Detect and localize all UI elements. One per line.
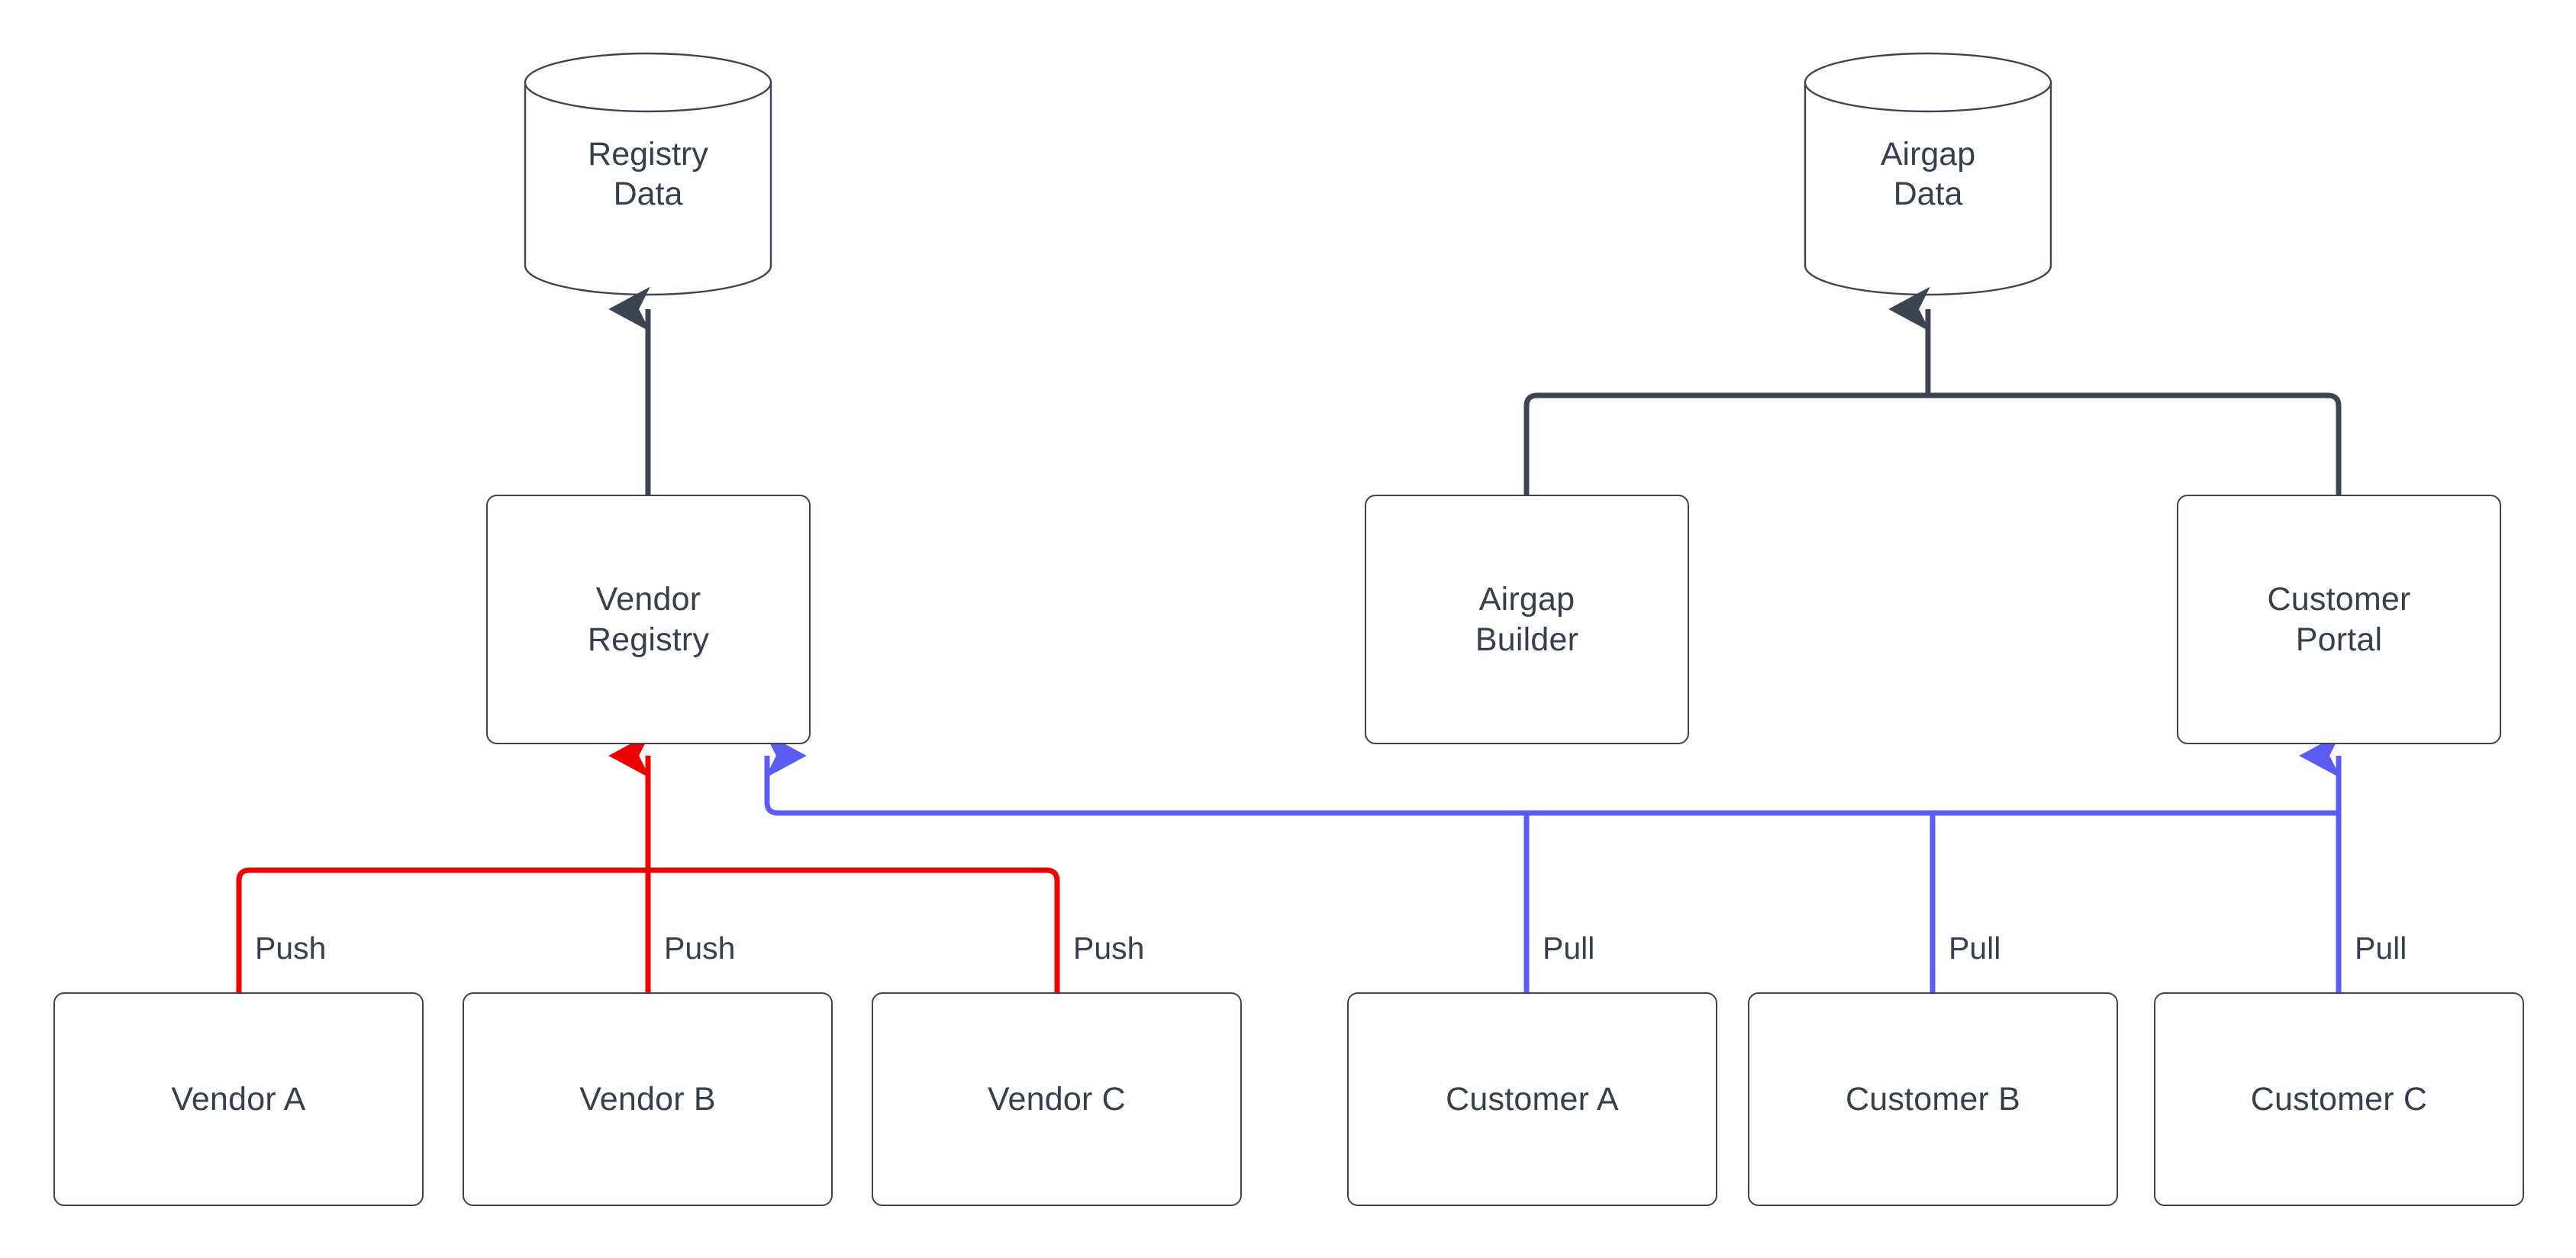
edge-airgap-builder-to-airgap-data [1523, 392, 1928, 495]
registry-data-label: Registry Data [588, 135, 708, 212]
actor-customer-a[interactable]: Customer A [1347, 992, 1717, 1206]
service-vendor-registry[interactable]: Vendor Registry [486, 495, 811, 744]
edge-label-push-vendor-a: Push [250, 931, 331, 966]
datastore-registry-data: Registry Data [525, 82, 771, 266]
airgap-data-cylinder-shape [1804, 52, 2052, 296]
edge-label-push-vendor-c: Push [1069, 931, 1149, 966]
airgap-data-label: Airgap Data [1880, 135, 1976, 212]
registry-data-cylinder-shape [524, 52, 772, 296]
service-customer-portal[interactable]: Customer Portal [2177, 495, 2501, 744]
actor-vendor-a[interactable]: Vendor A [53, 992, 424, 1206]
actor-customer-c[interactable]: Customer C [2154, 992, 2524, 1206]
actor-vendor-c[interactable]: Vendor C [872, 992, 1242, 1206]
datastore-airgap-data: Airgap Data [1805, 82, 2051, 266]
actor-customer-b[interactable]: Customer B [1748, 992, 2118, 1206]
edge-label-pull-customer-b: Pull [1944, 931, 2006, 966]
edge-vendor-c-push [648, 867, 1060, 992]
edge-label-pull-customer-c: Pull [2350, 931, 2412, 966]
edge-label-pull-customer-a: Pull [1538, 931, 1600, 966]
actor-vendor-b[interactable]: Vendor B [463, 992, 833, 1206]
edge-customer-portal-to-airgap-data [1928, 392, 2342, 495]
edge-pull-to-vendor-registry [764, 733, 1527, 816]
edge-vendor-a-push [236, 867, 648, 992]
edge-label-push-vendor-b: Push [659, 931, 740, 966]
service-airgap-builder[interactable]: Airgap Builder [1365, 495, 1689, 744]
